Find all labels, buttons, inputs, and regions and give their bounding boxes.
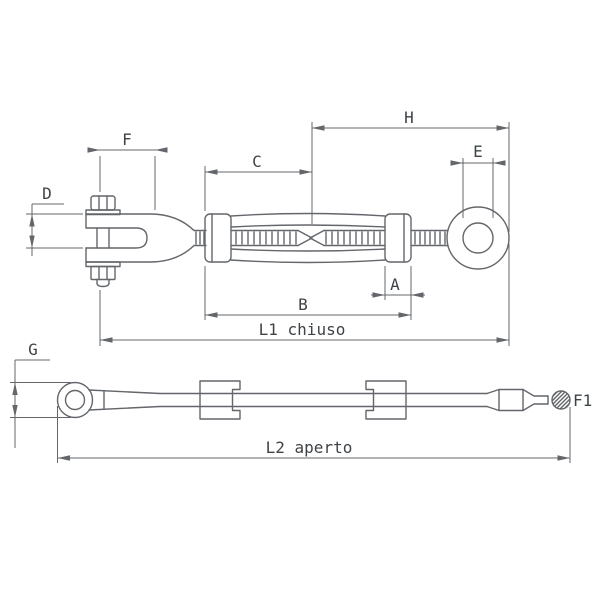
right-screw-threads xyxy=(325,231,381,245)
body-bottom-bar xyxy=(230,248,386,264)
open-eye-outer xyxy=(56,381,94,419)
dim-label-E: E xyxy=(473,142,483,161)
ext-D xyxy=(26,213,83,249)
nut-facets xyxy=(98,265,108,281)
dim-label-F: F xyxy=(122,130,132,149)
closed-view-dimensions xyxy=(26,122,510,346)
body-right-collar xyxy=(384,213,412,263)
dim-label-G: G xyxy=(28,340,38,359)
ext-B xyxy=(204,266,412,320)
eye-shank-taper xyxy=(88,389,161,411)
dim-D-shelf xyxy=(31,203,64,256)
open-eye-inner xyxy=(64,389,86,411)
bolt-shank xyxy=(96,227,110,249)
rod-section-hatch xyxy=(552,391,570,409)
eye-ring-inner xyxy=(462,222,494,254)
right-screw-rod xyxy=(323,229,386,247)
dim-label-C: C xyxy=(252,152,262,171)
fork-outline-top xyxy=(85,213,207,232)
open-rod xyxy=(159,392,488,408)
ext-E xyxy=(462,158,494,218)
eye-ring-outer xyxy=(446,206,510,270)
dim-G-shelf xyxy=(14,359,50,448)
terminal-lines xyxy=(498,388,549,412)
eye-stud xyxy=(410,229,449,247)
dim-label-H: H xyxy=(404,108,414,127)
dim-label-L1: L1 chiuso xyxy=(259,320,346,339)
eye-stud-threads xyxy=(414,231,446,245)
fork-slot xyxy=(85,227,148,249)
open-view xyxy=(56,380,571,420)
dim-label-L2: L2 aperto xyxy=(266,438,353,457)
right-screw-tip xyxy=(309,229,325,247)
fork-outline-bottom xyxy=(85,244,207,263)
body-left-collar xyxy=(204,213,232,263)
dim-label-A: A xyxy=(390,275,400,294)
body-end-clip-left xyxy=(199,380,241,420)
body-top-bar xyxy=(230,212,386,228)
dim-label-F1: F1 xyxy=(573,391,592,410)
bolt-tip xyxy=(96,278,110,288)
terminal-bottom xyxy=(486,403,549,412)
rod-section-circle xyxy=(551,390,571,410)
closed-view xyxy=(85,195,510,288)
ext-G xyxy=(10,382,71,418)
bolt-head xyxy=(90,195,116,211)
left-screw-tip xyxy=(297,229,313,247)
left-screw-rod xyxy=(230,229,299,247)
dim-label-B: B xyxy=(298,295,308,314)
dimension-labels: F C H E D A B L1 chiuso G L2 aperto F1 xyxy=(28,108,592,457)
left-screw-threads xyxy=(235,231,297,245)
dim-label-D: D xyxy=(42,184,52,203)
bolt-head-facets xyxy=(98,195,108,211)
body-end-clip-right xyxy=(365,380,407,420)
terminal-top xyxy=(486,388,549,397)
jaw-stud-threads xyxy=(195,231,205,245)
hatch-lines xyxy=(552,391,570,409)
ext-F xyxy=(99,156,156,210)
open-view-dimensions xyxy=(10,359,571,463)
nut xyxy=(90,265,116,281)
